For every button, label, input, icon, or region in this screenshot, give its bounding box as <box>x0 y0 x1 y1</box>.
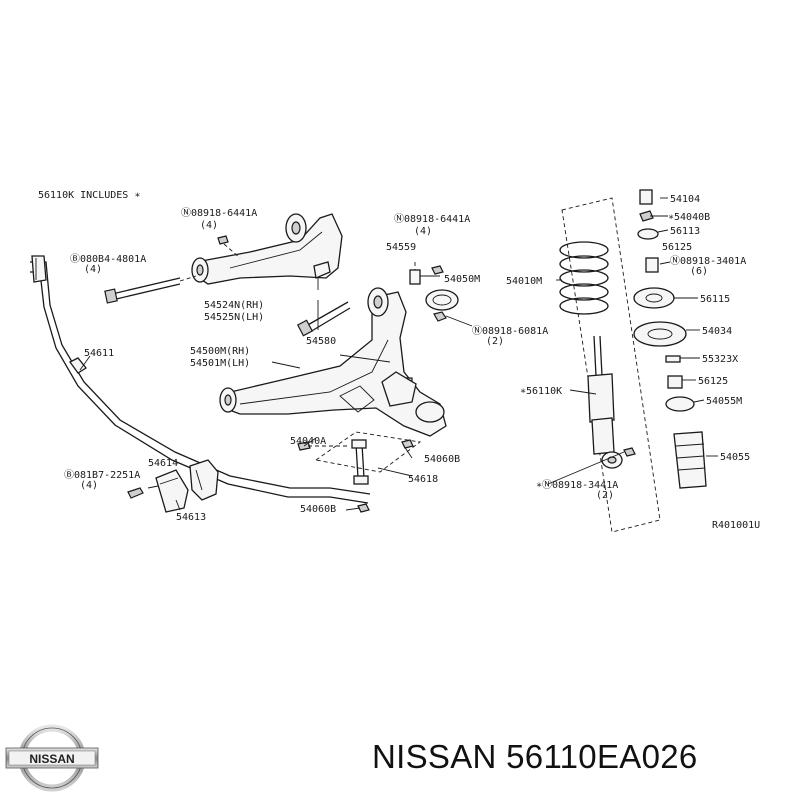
stabilizer-link-54618 <box>297 431 422 513</box>
label-arm-lh: 54525N(LH) <box>204 312 264 323</box>
washer-54050m <box>425 289 459 311</box>
label-54060b-a: 54060B <box>424 454 460 465</box>
label-56125-top: 56125 <box>662 242 692 253</box>
label-54040b: ∗54040B <box>668 212 710 223</box>
label-54050m: 54050M <box>444 274 480 285</box>
label-54104: 54104 <box>670 194 700 205</box>
coil-spring-54010m <box>559 241 609 315</box>
nut-08918-6081a <box>433 311 447 322</box>
label-qty4-b: (4) <box>84 264 102 275</box>
stabilizer-bushing-54613 <box>127 459 219 513</box>
bolt-080b4 <box>104 275 197 304</box>
cam-washer-54559 <box>409 262 421 285</box>
bolt-54580 <box>296 301 351 337</box>
nut-08918-6441a-mid <box>431 265 444 275</box>
label-b-4801a: Ⓑ080B4-4801A <box>70 253 146 265</box>
label-n-6441a-mid: Ⓝ08918-6441A <box>394 213 470 225</box>
label-qty4-upper: (4) <box>200 220 218 231</box>
label-qty4-mid: (4) <box>414 226 432 237</box>
label-54055m: 54055M <box>706 396 742 407</box>
label-qty2-6081: (2) <box>486 336 504 347</box>
leader-lines <box>79 197 718 511</box>
label-54613: 54613 <box>176 512 206 523</box>
label-b-2251a: Ⓑ081B7-2251A <box>64 469 140 481</box>
label-54060b-b: 54060B <box>300 504 336 515</box>
label-ref-code: R401001U <box>712 520 760 531</box>
label-54010m: 54010M <box>506 276 542 287</box>
label-56125-bot: 56125 <box>698 376 728 387</box>
shock-absorber-56110k <box>587 335 636 469</box>
label-56115: 56115 <box>700 294 730 305</box>
label-arm-rh: 54524N(RH) <box>204 300 264 311</box>
label-55323x: 55323X <box>702 354 738 365</box>
nissan-logo: NISSAN <box>5 724 99 792</box>
brand-title: NISSAN 56110EA026 <box>372 738 698 775</box>
label-54614: 54614 <box>148 458 178 469</box>
label-qty6-3401: (6) <box>690 266 708 277</box>
label-54055: 54055 <box>720 452 750 463</box>
label-54618: 54618 <box>408 474 438 485</box>
label-qty4-2251: (4) <box>80 480 98 491</box>
label-n-3401a: Ⓝ08918-3401A <box>670 255 746 267</box>
label-54034: 54034 <box>702 326 732 337</box>
label-54559: 54559 <box>386 242 416 253</box>
top-mount-stack <box>633 189 707 489</box>
upper-link-54524n <box>191 213 343 290</box>
label-includes: 56110K INCLUDES ∗ <box>38 190 140 201</box>
label-lower-rh: 54500M(RH) <box>190 346 250 357</box>
label-n-6441a-upper: Ⓝ08918-6441A <box>181 207 257 219</box>
label-56113: 56113 <box>670 226 700 237</box>
logo-text: NISSAN <box>29 752 74 766</box>
label-qty2-3441: (2) <box>596 490 614 501</box>
label-lower-lh: 54501M(LH) <box>190 358 250 369</box>
label-54040a: 54040A <box>290 436 326 447</box>
label-n-6081a: Ⓝ08918-6081A <box>472 325 548 337</box>
label-n-3441a: ∗Ⓝ08918-3441A <box>536 479 618 491</box>
lower-link-54500m <box>219 287 447 437</box>
stabilizer-bar-54611 <box>30 255 371 504</box>
label-54611: 54611 <box>84 348 114 359</box>
label-54580: 54580 <box>306 336 336 347</box>
label-56110k: ∗56110K <box>520 386 562 397</box>
